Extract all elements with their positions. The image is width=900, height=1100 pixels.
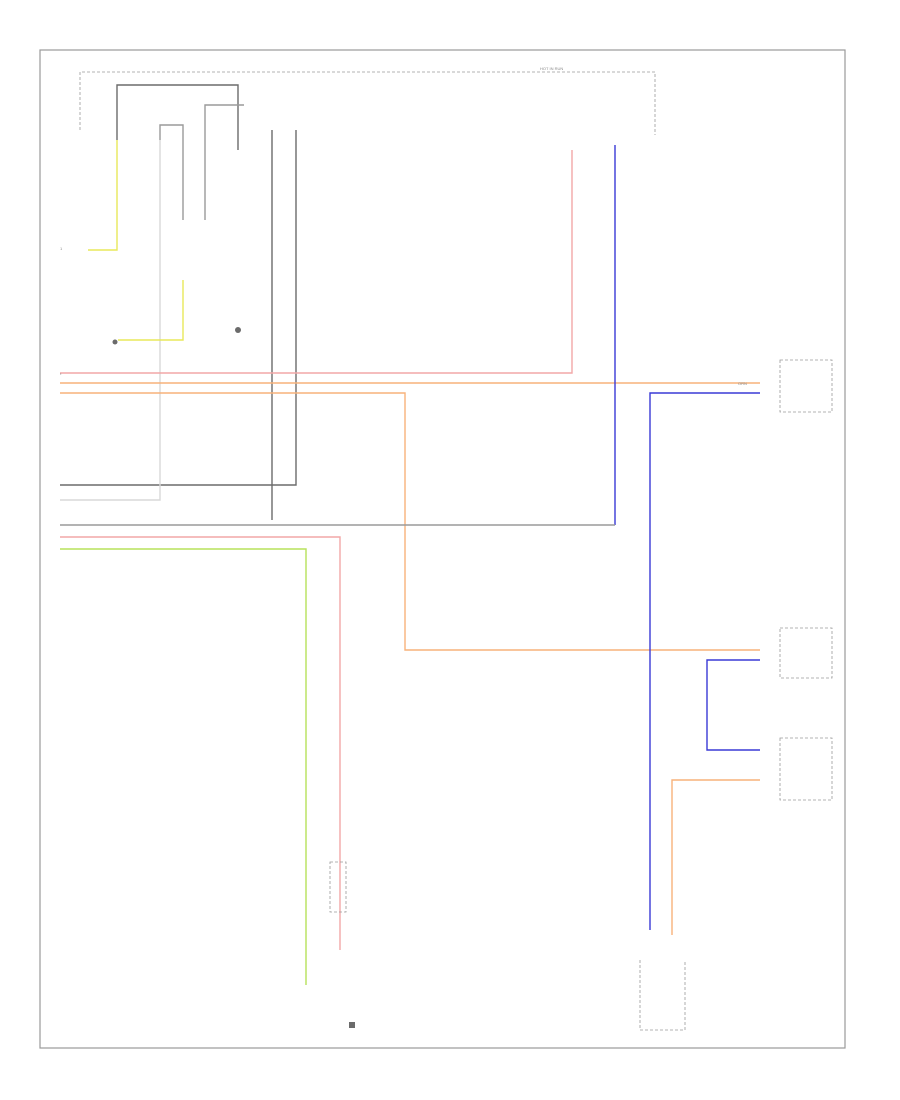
wire-pink-lower xyxy=(60,536,341,950)
orange-wire-abbr: ORN xyxy=(738,381,747,386)
wire-black-top-loop xyxy=(116,84,239,150)
wire-orange-mid xyxy=(60,392,760,651)
wire-grey-a xyxy=(159,124,184,220)
wire-blue-loop xyxy=(706,659,760,751)
top-dashed-bus xyxy=(79,71,656,135)
diagram-border xyxy=(39,49,846,1049)
row-number-1: 1 xyxy=(60,246,63,251)
component-right-mid xyxy=(779,627,833,679)
wire-green-lower xyxy=(60,548,307,985)
wire-yellow-short xyxy=(118,280,184,341)
component-lower-left xyxy=(329,861,347,913)
connector-pin-icon xyxy=(112,339,118,345)
splice-dot-icon xyxy=(235,327,241,333)
wire-grey-b xyxy=(204,104,244,220)
wire-blue-right xyxy=(649,392,760,930)
component-right-top xyxy=(779,359,833,413)
row-bullet: • xyxy=(60,371,62,376)
wire-orange-lower-right xyxy=(671,779,760,935)
wire-yellow-left xyxy=(88,140,118,251)
wire-light-vertical xyxy=(60,140,161,501)
wire-black-d xyxy=(60,130,297,486)
component-right-low xyxy=(779,737,833,801)
component-bottom-right-box xyxy=(639,960,686,1031)
ground-symbol-icon xyxy=(349,1022,355,1028)
wire-pink-top xyxy=(60,150,573,374)
hot-in-run-label: HOT IN RUN xyxy=(540,66,563,71)
